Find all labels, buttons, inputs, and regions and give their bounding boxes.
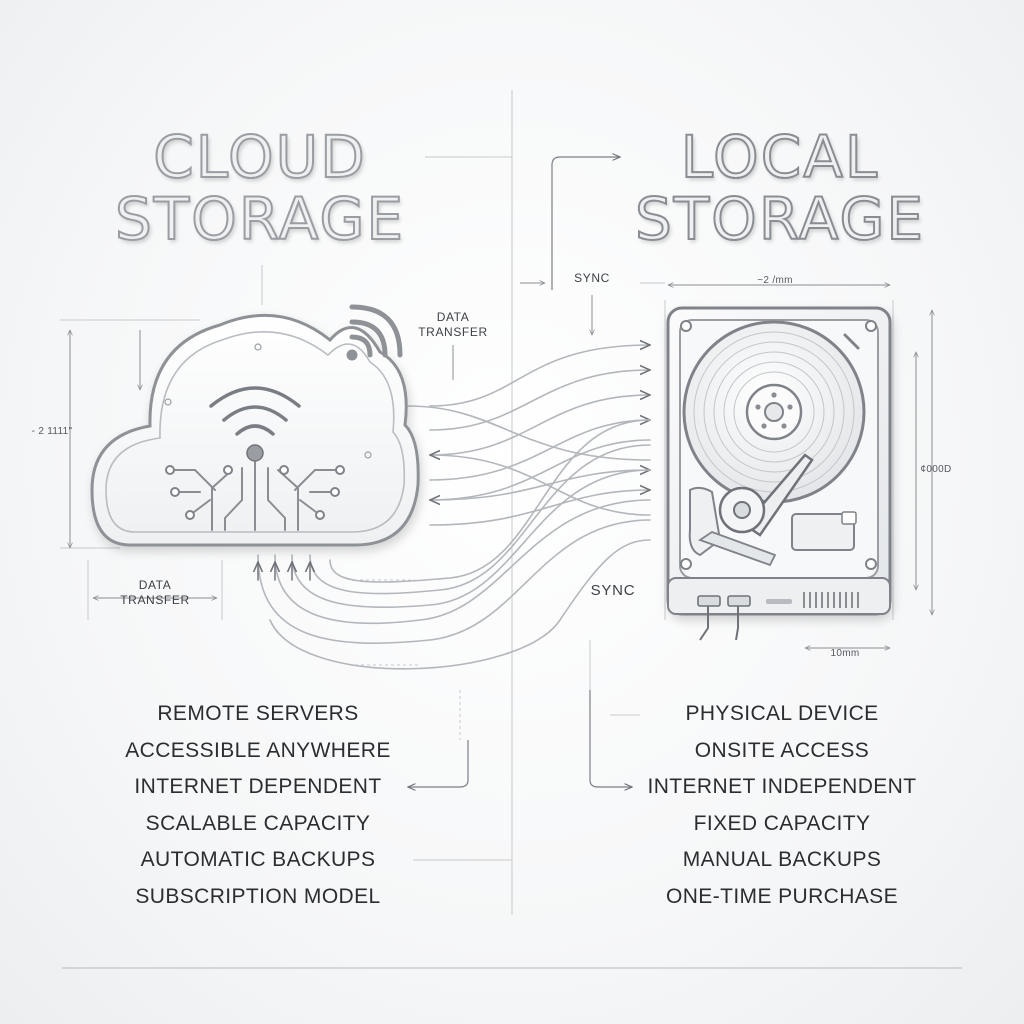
cloud-height-dimension: - 2 1111" <box>31 426 73 437</box>
list-item: FIXED CAPACITY <box>693 811 871 835</box>
list-item: ONSITE ACCESS <box>694 738 870 762</box>
list-item: SUBSCRIPTION MODEL <box>135 884 381 908</box>
data-flow-curve <box>329 419 651 583</box>
data-transfer-bottom-line-1: DATA <box>138 578 172 592</box>
sync-label-top: SYNC <box>574 271 610 285</box>
list-item: INTERNET DEPENDENT <box>134 775 382 798</box>
data-transfer-top-line-1: DATA <box>436 310 470 324</box>
local-storage-title: LOCAL STORAGE <box>620 123 940 253</box>
data-transfer-label-bottom: DATA TRANSFER <box>110 578 200 608</box>
data-flow-curve <box>429 370 650 431</box>
data-flow-curve <box>429 420 650 481</box>
data-flow-curve <box>291 469 651 609</box>
local-title-line-2: STORAGE <box>634 185 926 253</box>
cloud-storage-title: CLOUD STORAGE <box>100 123 420 253</box>
drive-width-dimension: ~2 /mm <box>757 275 793 286</box>
wifi-signal-icon <box>346 304 403 361</box>
list-item: PHYSICAL DEVICE <box>685 702 879 725</box>
drive-height-dimension: ¢000D <box>920 464 952 475</box>
data-flow-curve <box>429 490 650 526</box>
drive-depth-dimension: 10mm <box>830 648 860 659</box>
list-item: ACCESSIBLE ANYWHERE <box>125 738 391 762</box>
data-transfer-top-line-2: TRANSFER <box>418 325 488 339</box>
data-flow-curve <box>407 405 651 461</box>
list-item: ONE-TIME PURCHASE <box>666 884 898 908</box>
data-flow-curve <box>429 395 650 456</box>
data-transfer-bottom-line-2: TRANSFER <box>120 593 190 607</box>
list-item: INTERNET INDEPENDENT <box>647 775 917 798</box>
data-flow-curve <box>429 470 650 501</box>
data-flow-curve <box>274 499 651 625</box>
data-flow-curve <box>269 539 651 670</box>
data-flow-curve <box>309 444 651 595</box>
data-flow-curve <box>257 519 651 644</box>
list-item: SCALABLE CAPACITY <box>145 811 371 835</box>
cloud-features-list: REMOTE SERVERS ACCESSIBLE ANYWHERE INTER… <box>78 700 438 919</box>
list-item: MANUAL BACKUPS <box>682 848 882 871</box>
local-features-list: PHYSICAL DEVICE ONSITE ACCESS INTERNET I… <box>602 700 962 919</box>
data-flow-curve <box>430 455 651 516</box>
dimension-lines <box>70 283 932 648</box>
sync-label-middle: SYNC <box>590 582 636 599</box>
data-flow-curve <box>430 439 651 500</box>
hard-disk-drive-icon <box>666 306 892 641</box>
data-flow-curve <box>429 345 650 407</box>
cloud-title-line-2: STORAGE <box>114 185 406 253</box>
cloud-network-icon <box>90 313 420 547</box>
data-transfer-label-top: DATA TRANSFER <box>408 310 498 340</box>
local-title-line-1: LOCAL <box>680 123 880 191</box>
data-flow-lines <box>257 345 651 670</box>
annotation-arrows <box>408 157 632 787</box>
list-item: REMOTE SERVERS <box>157 702 359 725</box>
list-item: AUTOMATIC BACKUPS <box>140 848 376 871</box>
cloud-title-line-1: CLOUD <box>152 123 367 191</box>
